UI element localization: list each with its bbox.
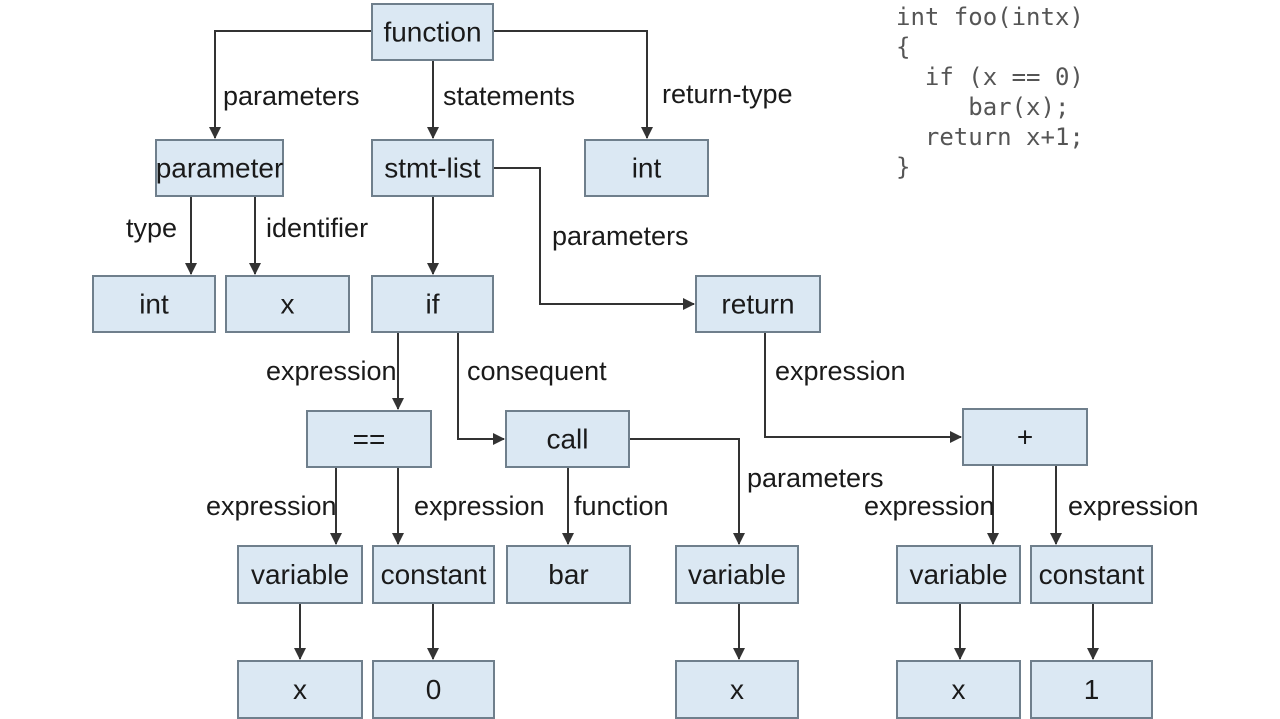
edge-if-to-call	[457, 332, 505, 445]
code-line: }	[896, 153, 911, 181]
node-label: int	[139, 289, 169, 320]
node-box	[506, 545, 631, 604]
node-box	[675, 660, 799, 719]
node-box	[1030, 660, 1153, 719]
edge-call-to-var-call	[629, 438, 745, 545]
node-label: int	[632, 153, 662, 184]
node-label: x	[952, 674, 966, 705]
node-box	[371, 275, 494, 333]
node-label: constant	[1039, 559, 1145, 590]
node-var-right: variable	[896, 545, 1021, 604]
node-zero: 0	[372, 660, 495, 719]
node-label: function	[383, 17, 481, 48]
node-box	[896, 660, 1021, 719]
edge-function-to-return-int	[493, 30, 653, 139]
node-box	[92, 275, 216, 333]
node-x-call: x	[675, 660, 799, 719]
node-box	[584, 139, 709, 197]
node-label: 1	[1084, 674, 1100, 705]
node-box	[237, 545, 363, 604]
node-bar: bar	[506, 545, 631, 604]
node-label: variable	[909, 559, 1007, 590]
node-box	[155, 139, 284, 197]
edge-label-consequent: consequent	[467, 356, 607, 386]
node-box	[306, 410, 432, 468]
code-line: bar(x);	[896, 93, 1070, 121]
node-label: variable	[688, 559, 786, 590]
node-box	[371, 139, 494, 197]
edge-label-parameters: parameters	[223, 81, 360, 111]
edge-label-expression: expression	[1068, 491, 1199, 521]
edge-return-to-plus	[764, 332, 962, 443]
node-var-left: variable	[237, 545, 363, 604]
node-box	[225, 275, 350, 333]
node-label: return	[721, 289, 794, 320]
node-parameter: parameter	[155, 139, 284, 197]
node-box	[675, 545, 799, 604]
node-box	[695, 275, 821, 333]
edge-label-expression: expression	[206, 491, 337, 521]
edge-stmt-list-to-return	[493, 167, 695, 310]
node-x-right: x	[896, 660, 1021, 719]
node-label: +	[1017, 422, 1033, 453]
node-const-right: constant	[1030, 545, 1153, 604]
node-box	[1030, 545, 1153, 604]
node-box	[962, 408, 1088, 466]
node-label: if	[426, 289, 440, 320]
node-box	[237, 660, 363, 719]
node-return-int: int	[584, 139, 709, 197]
node-box	[372, 660, 495, 719]
node-label: constant	[381, 559, 487, 590]
code-line: return x+1;	[896, 123, 1084, 151]
node-label: x	[281, 289, 295, 320]
node-param-x: x	[225, 275, 350, 333]
node-stmt-list: stmt-list	[371, 139, 494, 197]
node-one: 1	[1030, 660, 1153, 719]
node-label: variable	[251, 559, 349, 590]
node-label: parameter	[156, 153, 284, 184]
node-box	[372, 545, 495, 604]
node-label: x	[293, 674, 307, 705]
edge-label-expression: expression	[775, 356, 906, 386]
node-label: x	[730, 674, 744, 705]
edge-label-identifier: identifier	[266, 213, 368, 243]
node-param-int: int	[92, 275, 216, 333]
node-call: call	[505, 410, 630, 468]
code-line: {	[896, 33, 911, 61]
code-line: int foo(intx)	[896, 3, 1084, 31]
node-if: if	[371, 275, 494, 333]
edge-label-parameters: parameters	[552, 221, 689, 251]
edge-label-statements: statements	[443, 81, 575, 111]
node-label: ==	[353, 424, 386, 455]
node-label: stmt-list	[384, 153, 481, 184]
node-label: bar	[548, 559, 588, 590]
node-label: call	[546, 424, 588, 455]
edge-function-to-parameter	[209, 30, 372, 139]
code-snippet: int foo(intx) { if (x == 0) bar(x); retu…	[896, 2, 1084, 182]
edge-label-expression: expression	[414, 491, 545, 521]
node-equals: ==	[306, 410, 432, 468]
node-label: 0	[426, 674, 442, 705]
node-return: return	[695, 275, 821, 333]
edge-label-function: function	[574, 491, 669, 521]
node-plus: +	[962, 408, 1088, 466]
node-x-left: x	[237, 660, 363, 719]
edge-label-parameters: parameters	[747, 463, 884, 493]
node-var-call: variable	[675, 545, 799, 604]
node-box	[896, 545, 1021, 604]
edge-label-type: type	[126, 213, 177, 243]
node-function: function	[371, 3, 494, 61]
edge-label-return-type: return-type	[662, 79, 793, 109]
edge-label-expression: expression	[266, 356, 397, 386]
node-const-left: constant	[372, 545, 495, 604]
edge-label-expression: expression	[864, 491, 995, 521]
node-box	[505, 410, 630, 468]
code-line: if (x == 0)	[896, 63, 1084, 91]
node-box	[371, 3, 494, 61]
